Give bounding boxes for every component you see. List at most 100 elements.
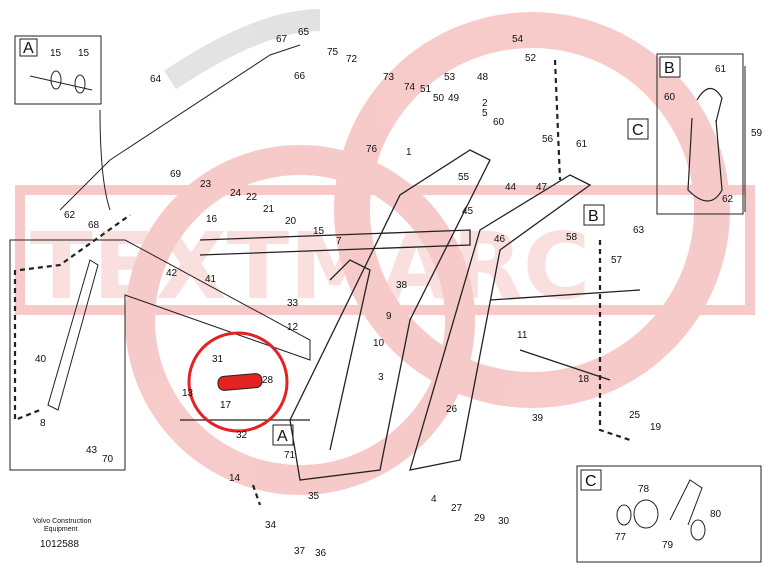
svg-text:48: 48 <box>477 72 489 83</box>
svg-text:2: 2 <box>482 98 488 109</box>
svg-text:71: 71 <box>284 450 296 461</box>
callout-b: B <box>583 204 605 226</box>
svg-text:27: 27 <box>451 503 463 514</box>
svg-text:65: 65 <box>298 27 310 38</box>
svg-text:73: 73 <box>383 72 395 83</box>
svg-text:70: 70 <box>102 454 114 465</box>
svg-text:66: 66 <box>294 71 306 82</box>
svg-text:58: 58 <box>566 232 578 243</box>
svg-text:8: 8 <box>40 418 46 429</box>
svg-text:C: C <box>632 122 644 139</box>
inset-a-key: A <box>23 40 34 57</box>
inset-c-key: C <box>585 473 597 490</box>
svg-text:3: 3 <box>378 372 384 383</box>
svg-text:35: 35 <box>308 491 320 502</box>
inset-a-label-2: 15 <box>78 48 90 59</box>
leader-lines <box>13 59 631 506</box>
svg-text:26: 26 <box>446 404 458 415</box>
svg-text:61: 61 <box>576 139 588 150</box>
svg-text:62: 62 <box>64 210 76 221</box>
svg-text:17: 17 <box>220 400 232 411</box>
svg-text:51: 51 <box>420 84 432 95</box>
highlighted-part <box>187 331 289 433</box>
footer-division: Equipment <box>44 526 78 533</box>
detail-box-left <box>9 239 311 471</box>
svg-text:B: B <box>588 208 599 225</box>
svg-text:31: 31 <box>212 354 224 365</box>
svg-text:60: 60 <box>664 92 676 103</box>
svg-text:42: 42 <box>166 268 178 279</box>
svg-text:29: 29 <box>474 513 486 524</box>
svg-text:79: 79 <box>662 540 674 551</box>
svg-text:41: 41 <box>205 274 217 285</box>
svg-text:75: 75 <box>327 47 339 58</box>
svg-text:7: 7 <box>336 236 342 247</box>
inset-b: B 61 60 59 62 <box>656 53 763 215</box>
svg-text:61: 61 <box>715 64 727 75</box>
svg-text:52: 52 <box>525 53 537 64</box>
svg-text:45: 45 <box>462 206 474 217</box>
svg-text:55: 55 <box>458 172 470 183</box>
svg-text:68: 68 <box>88 220 100 231</box>
svg-text:67: 67 <box>276 34 288 45</box>
svg-text:32: 32 <box>236 430 248 441</box>
svg-text:30: 30 <box>498 516 510 527</box>
svg-text:36: 36 <box>315 548 327 559</box>
svg-text:21: 21 <box>263 204 275 215</box>
svg-text:5: 5 <box>482 108 488 119</box>
svg-text:80: 80 <box>710 509 722 520</box>
svg-text:46: 46 <box>494 234 506 245</box>
svg-text:74: 74 <box>404 82 416 93</box>
svg-text:49: 49 <box>448 93 460 104</box>
svg-text:13: 13 <box>182 388 194 399</box>
svg-text:25: 25 <box>629 410 641 421</box>
inset-a: A 15 15 <box>14 35 102 105</box>
svg-text:60: 60 <box>493 117 505 128</box>
svg-text:4: 4 <box>431 494 437 505</box>
svg-text:76: 76 <box>366 144 378 155</box>
svg-text:28: 28 <box>262 375 274 386</box>
svg-text:57: 57 <box>611 255 623 266</box>
callout-a: A <box>272 424 294 446</box>
svg-text:53: 53 <box>444 72 456 83</box>
svg-text:64: 64 <box>150 74 162 85</box>
inset-b-key: B <box>664 60 675 77</box>
svg-text:12: 12 <box>287 322 299 333</box>
svg-text:1: 1 <box>406 147 412 158</box>
svg-text:43: 43 <box>86 445 98 456</box>
svg-text:44: 44 <box>505 182 517 193</box>
svg-text:39: 39 <box>532 413 544 424</box>
svg-text:9: 9 <box>386 311 392 322</box>
svg-text:33: 33 <box>287 298 299 309</box>
svg-text:11: 11 <box>517 330 528 341</box>
svg-text:47: 47 <box>536 182 548 193</box>
svg-text:18: 18 <box>578 374 590 385</box>
svg-text:24: 24 <box>230 188 242 199</box>
svg-text:38: 38 <box>396 280 408 291</box>
svg-text:63: 63 <box>633 225 645 236</box>
svg-text:77: 77 <box>615 532 627 543</box>
svg-text:37: 37 <box>294 546 306 557</box>
svg-text:54: 54 <box>512 34 524 45</box>
part-labels: 65 67 66 64 75 72 73 74 51 50 49 54 52 5… <box>35 27 662 559</box>
svg-text:23: 23 <box>200 179 212 190</box>
watermark: TEXTMARC <box>15 9 755 495</box>
boom-frame <box>59 44 641 481</box>
svg-text:72: 72 <box>346 54 358 65</box>
watermark-text: TEXTMARC <box>30 213 590 320</box>
svg-text:34: 34 <box>265 520 277 531</box>
svg-text:50: 50 <box>433 93 445 104</box>
inset-c: C 78 80 77 79 <box>576 465 762 563</box>
inset-a-label-1: 15 <box>50 48 62 59</box>
svg-text:62: 62 <box>722 194 734 205</box>
svg-text:10: 10 <box>373 338 385 349</box>
svg-text:15: 15 <box>313 226 325 237</box>
svg-text:40: 40 <box>35 354 47 365</box>
svg-text:69: 69 <box>170 169 182 180</box>
footer: Volvo Construction Equipment 1012588 <box>33 518 91 550</box>
svg-text:14: 14 <box>229 473 241 484</box>
svg-text:16: 16 <box>206 214 218 225</box>
footer-company: Volvo Construction <box>33 518 91 525</box>
svg-text:20: 20 <box>285 216 297 227</box>
